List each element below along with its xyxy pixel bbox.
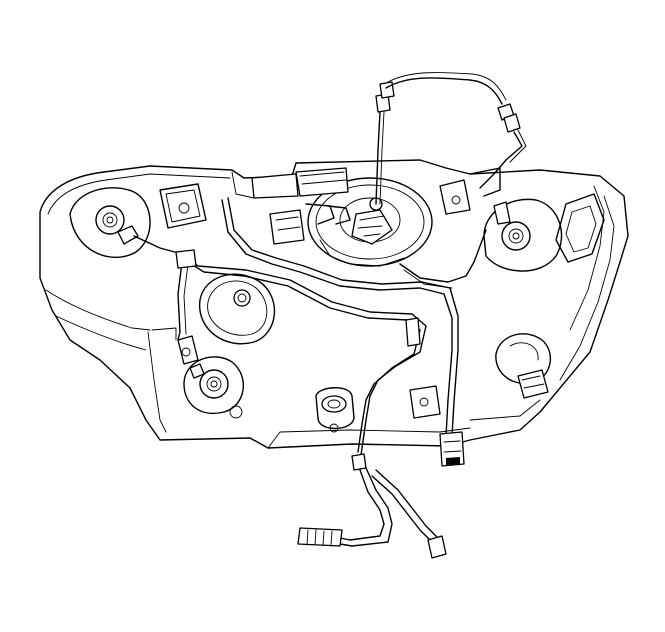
- lower-left-mount: [151, 327, 245, 419]
- access-cover-square: [159, 183, 207, 229]
- oval-cutout: [199, 273, 276, 345]
- lower-right-mount: [495, 333, 552, 399]
- fuel-tank-body: [39, 159, 629, 449]
- top-wire-harness: [375, 72, 527, 205]
- left-mount-boss: [69, 187, 183, 258]
- fuel-lines: [175, 197, 487, 463]
- right-mount-boss: [483, 193, 605, 272]
- fuel-pump-module: [307, 177, 433, 267]
- upper-brackets: [231, 167, 501, 245]
- lower-hoses: [297, 453, 447, 559]
- center-port: [315, 385, 441, 433]
- lower-connector: [439, 431, 465, 467]
